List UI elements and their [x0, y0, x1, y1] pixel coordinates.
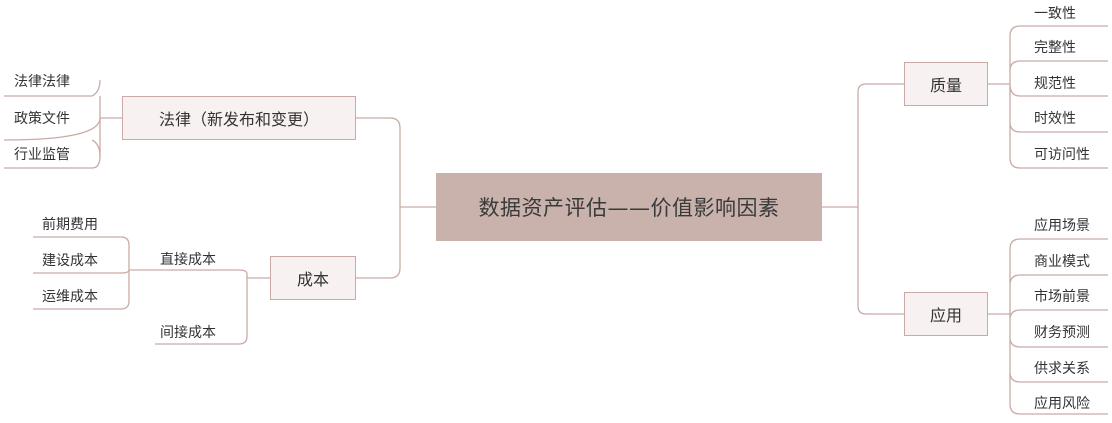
- link-center-right: [822, 83, 904, 315]
- topic-cost-label: 成本: [296, 270, 329, 289]
- app-leaf-2[interactable]: 商业模式: [1034, 250, 1108, 272]
- quality-leaf-2-label: 完整性: [1034, 40, 1076, 56]
- quality-leaf-5-label: 可访问性: [1034, 147, 1090, 163]
- topic-cost[interactable]: 成本: [270, 256, 356, 300]
- direct-leaf-3-label: 运维成本: [42, 289, 98, 305]
- quality-leaf-2[interactable]: 完整性: [1034, 36, 1108, 58]
- center-topic-label: 数据资产评估——价值影响因素: [478, 196, 780, 220]
- quality-leaf-3[interactable]: 规范性: [1034, 72, 1108, 94]
- law-leaf-3-label: 行业监管: [14, 147, 70, 163]
- app-leaf-3-label: 市场前景: [1034, 289, 1090, 305]
- quality-leaf-4[interactable]: 时效性: [1034, 107, 1108, 129]
- quality-leaf-3-label: 规范性: [1034, 76, 1076, 92]
- cost-indirect-label: 间接成本: [160, 325, 216, 341]
- topic-application-label: 应用: [929, 306, 962, 325]
- app-leaf-1[interactable]: 应用场景: [1034, 214, 1108, 236]
- app-leaf-4[interactable]: 财务预测: [1034, 321, 1108, 343]
- app-leaf-2-label: 商业模式: [1034, 254, 1090, 270]
- quality-leaf-1[interactable]: 一致性: [1034, 2, 1108, 24]
- app-leaf-5[interactable]: 供求关系: [1034, 357, 1108, 379]
- app-leaf-3[interactable]: 市场前景: [1034, 285, 1108, 307]
- app-leaf-4-label: 财务预测: [1034, 325, 1090, 341]
- direct-leaf-1-label: 前期费用: [42, 217, 98, 233]
- app-leaf-1-label: 应用场景: [1034, 218, 1090, 234]
- direct-leaf-2-label: 建设成本: [42, 253, 98, 269]
- quality-leaf-4-label: 时效性: [1034, 111, 1076, 127]
- law-leaf-2-label: 政策文件: [14, 111, 70, 127]
- topic-application[interactable]: 应用: [904, 292, 988, 336]
- direct-leaf-2[interactable]: 建设成本: [42, 249, 112, 271]
- topic-law-label: 法律（新发布和变更）: [158, 110, 319, 129]
- cost-direct[interactable]: 直接成本: [160, 248, 230, 270]
- cost-direct-label: 直接成本: [160, 252, 216, 268]
- law-leaf-3[interactable]: 行业监管: [14, 143, 80, 165]
- topic-quality[interactable]: 质量: [904, 62, 988, 106]
- cost-indirect[interactable]: 间接成本: [160, 321, 230, 343]
- link-cost-direct: [155, 269, 248, 278]
- app-leaf-6[interactable]: 应用风险: [1034, 392, 1108, 414]
- law-leaf-1[interactable]: 法律法律: [14, 70, 80, 92]
- topic-quality-label: 质量: [929, 76, 962, 95]
- app-leaf-6-label: 应用风险: [1034, 396, 1090, 412]
- topic-law[interactable]: 法律（新发布和变更）: [122, 96, 356, 140]
- link-law-leaves: [91, 79, 122, 157]
- center-topic[interactable]: 数据资产评估——价值影响因素: [436, 173, 822, 241]
- quality-leaf-5[interactable]: 可访问性: [1034, 143, 1108, 165]
- link-center-law: [356, 117, 436, 208]
- law-leaf-2[interactable]: 政策文件: [14, 107, 80, 129]
- direct-leaf-3[interactable]: 运维成本: [42, 285, 112, 307]
- link-center-cost: [356, 207, 401, 279]
- app-leaf-5-label: 供求关系: [1034, 361, 1090, 377]
- quality-leaf-1-label: 一致性: [1034, 6, 1076, 22]
- direct-leaf-1[interactable]: 前期费用: [42, 213, 112, 235]
- law-leaf-1-label: 法律法律: [14, 74, 70, 90]
